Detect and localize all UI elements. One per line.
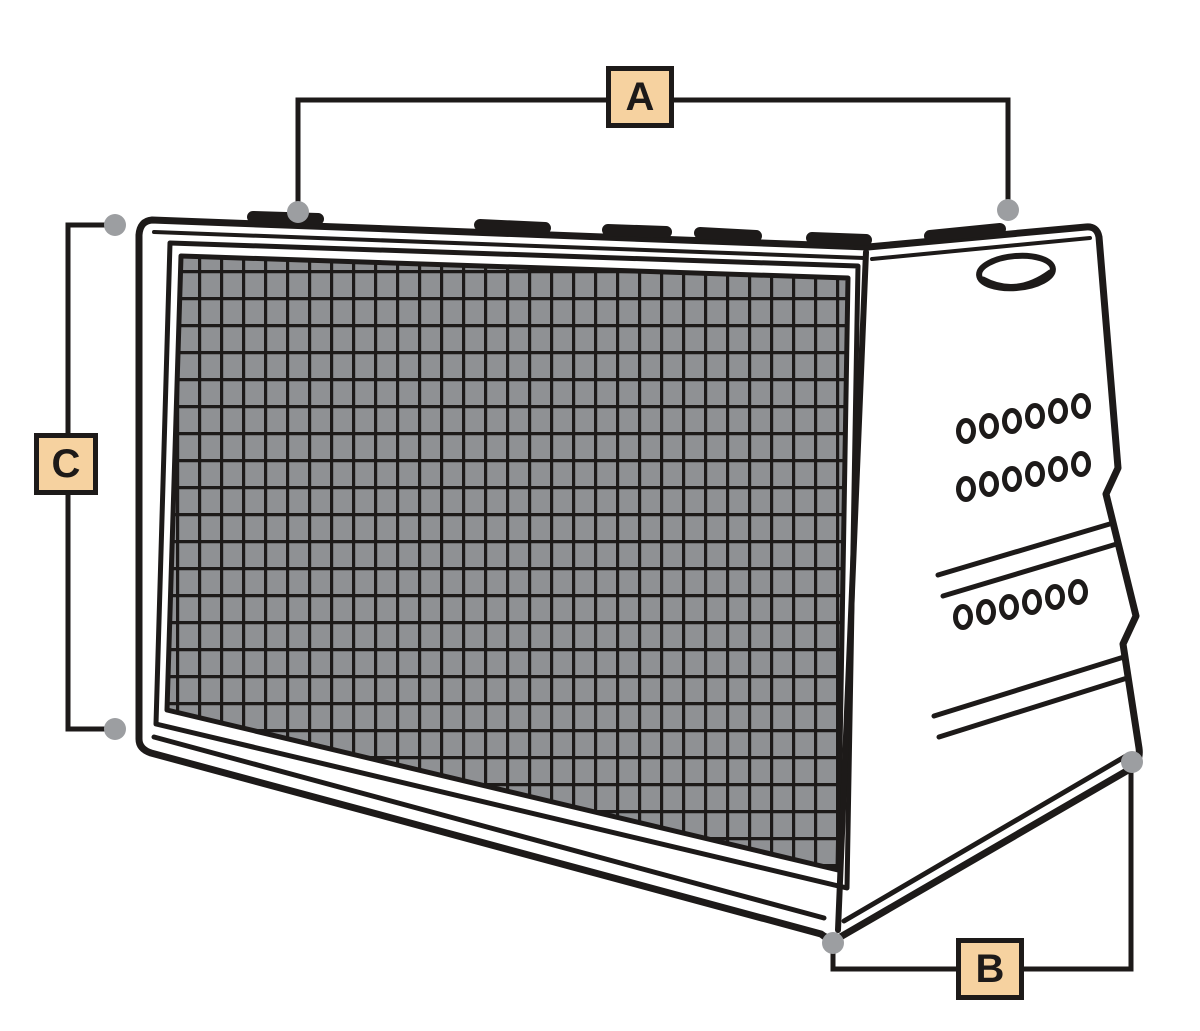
vent-hole-icon (1002, 408, 1022, 434)
roof-rib-icon (474, 219, 551, 234)
top-rim-line-side (870, 236, 1092, 261)
base-band-line-side (841, 753, 1129, 924)
dimension-endpoint-dot (1121, 751, 1143, 773)
side-groove-band-2 (931, 649, 1140, 719)
dimension-label-c: C (34, 433, 98, 495)
vent-holes-row-2 (956, 451, 1091, 502)
vent-hole-icon (1025, 403, 1045, 429)
side-groove-band-1 (935, 512, 1140, 578)
vent-hole-icon (1025, 461, 1045, 487)
roof-rib-icon (806, 232, 872, 246)
vent-hole-icon (1071, 393, 1091, 419)
handle-grip-line (980, 269, 1053, 290)
roof-rib-icon (602, 224, 672, 238)
vent-hole-icon (1048, 398, 1068, 424)
vent-holes-row-3 (953, 579, 1088, 630)
vent-hole-icon (976, 599, 996, 625)
vent-hole-icon (1068, 579, 1088, 605)
vent-hole-icon (979, 413, 999, 439)
vent-hole-icon (953, 604, 973, 630)
dimension-endpoint-dot (104, 718, 126, 740)
roof-ribs (247, 211, 1006, 246)
front-side-divider (835, 249, 869, 933)
side-groove-band-1 (940, 534, 1140, 599)
dimension-endpoint-dots (104, 199, 1143, 954)
vent-hole-icon (1002, 466, 1022, 492)
side-groove-bands (931, 512, 1140, 740)
top-rim-line-front (152, 230, 866, 260)
crate-body (135, 211, 1143, 943)
vent-hole-icon (1071, 451, 1091, 477)
roof-rib-icon (694, 227, 762, 242)
dimension-label-a: A (606, 66, 674, 128)
dimension-endpoint-dot (287, 201, 309, 223)
vent-hole-icon (956, 418, 976, 444)
vent-holes (953, 393, 1091, 630)
dimension-label-b: B (956, 938, 1024, 1000)
roof-rib-icon (924, 223, 1006, 242)
vent-hole-icon (979, 471, 999, 497)
side-groove-band-2 (936, 671, 1140, 740)
vent-hole-icon (1045, 584, 1065, 610)
vent-hole-icon (999, 594, 1019, 620)
base-band-line-front (151, 734, 827, 921)
dimension-endpoint-dot (822, 932, 844, 954)
vent-hole-icon (1022, 589, 1042, 615)
dimension-endpoint-dot (104, 214, 126, 236)
dimension-endpoint-dot (997, 199, 1019, 221)
vent-hole-icon (956, 476, 976, 502)
vent-holes-row-1 (956, 393, 1091, 444)
vent-hole-icon (1048, 456, 1068, 482)
roof-rib-icon (247, 211, 324, 225)
side-handle-cutout (976, 252, 1056, 292)
